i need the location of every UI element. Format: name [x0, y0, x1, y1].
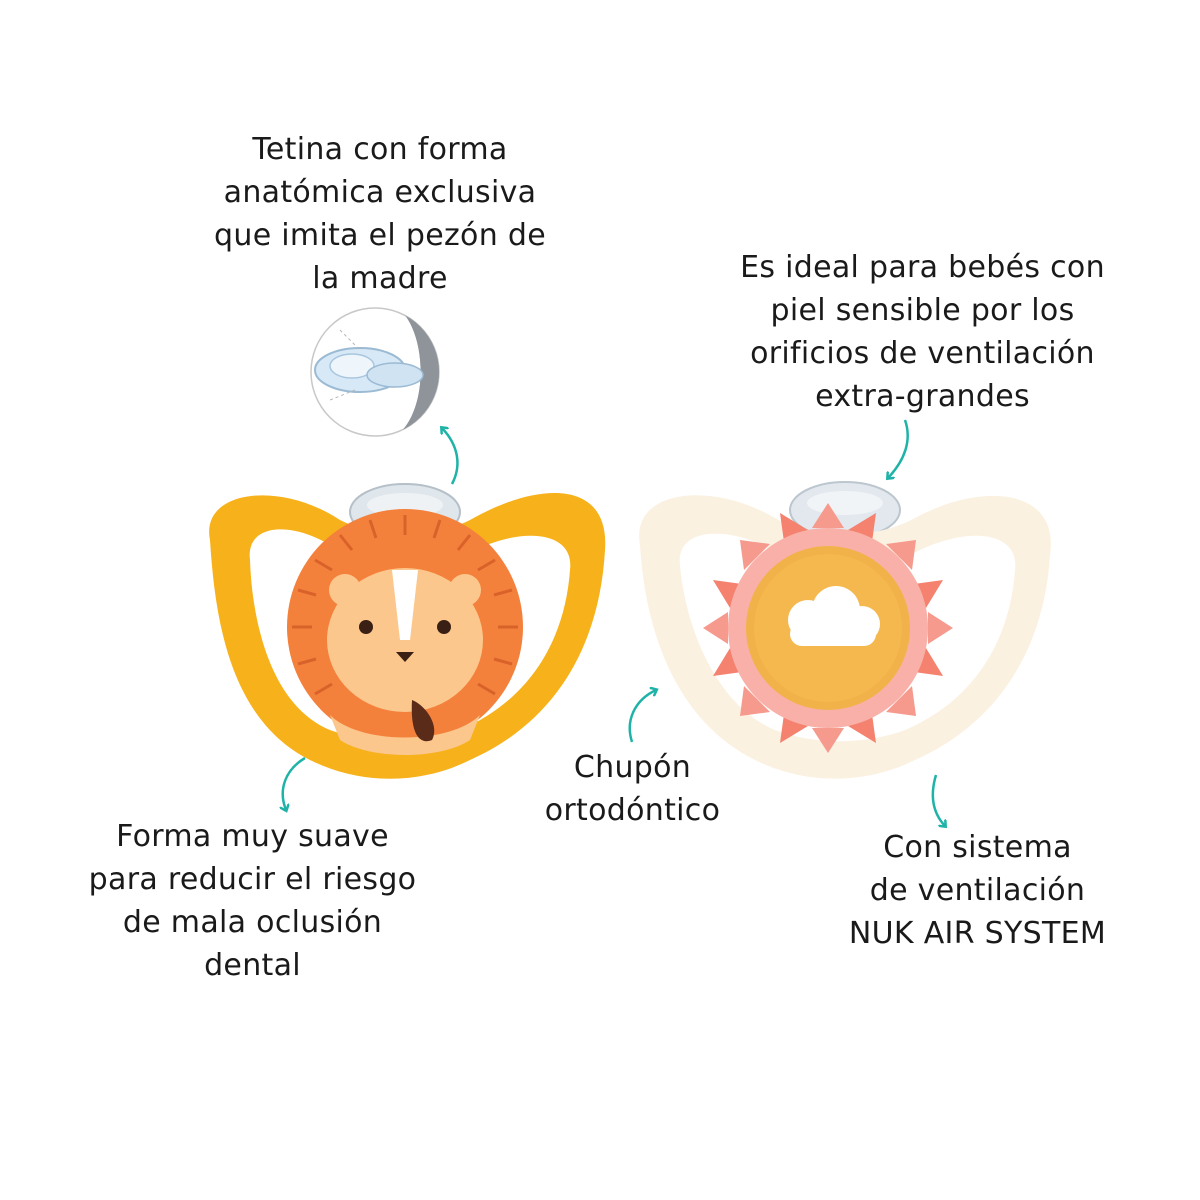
arrow-to-sun-top	[888, 419, 909, 478]
arrow-to-chupon	[628, 690, 656, 743]
caption-tetina: Tetina con forma anatómica exclusiva que…	[200, 128, 560, 300]
caption-chupon: Chupón ortodóntico	[520, 746, 745, 832]
caption-line: Chupón	[573, 750, 692, 785]
arrow-to-teat	[442, 428, 459, 485]
annotation-arrows	[283, 419, 945, 826]
caption-sistema: Con sistema de ventilación NUK AIR SYSTE…	[820, 826, 1135, 955]
caption-line: anatómica exclusiva	[223, 175, 537, 210]
arrow-to-forma	[283, 756, 306, 810]
caption-line: Forma muy suave	[116, 819, 389, 854]
caption-line: para reducir el riesgo	[88, 862, 417, 897]
caption-line: orificios de ventilación	[750, 336, 1095, 371]
teat-detail-illustration	[310, 307, 440, 437]
sun-cloud-pacifier-product	[639, 481, 1051, 779]
caption-ideal: Es ideal para bebés con piel sensible po…	[700, 246, 1145, 418]
caption-line: la madre	[312, 261, 448, 296]
caption-line: Con sistema	[883, 830, 1072, 865]
arrow-to-sistema	[931, 774, 945, 826]
caption-line: Es ideal para bebés con	[740, 250, 1105, 285]
caption-line: piel sensible por los	[770, 293, 1075, 328]
caption-line: de ventilación	[869, 873, 1086, 908]
caption-line: que imita el pezón de	[214, 218, 546, 253]
caption-line: dental	[204, 948, 301, 983]
caption-line: Tetina con forma	[252, 132, 508, 167]
caption-line: ortodóntico	[544, 793, 721, 828]
caption-line: extra-grandes	[815, 379, 1030, 414]
caption-line: de mala oclusión	[122, 905, 383, 940]
lion-pacifier-product	[209, 483, 606, 779]
caption-line: NUK AIR SYSTEM	[848, 916, 1107, 951]
caption-forma: Forma muy suave para reducir el riesgo d…	[60, 815, 445, 987]
